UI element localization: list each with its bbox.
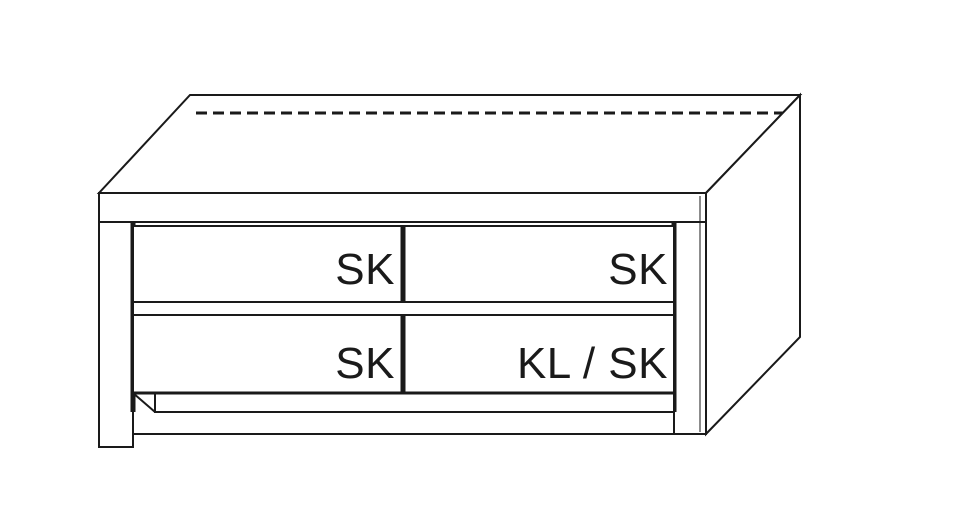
- bottom-right-depth-edge: [705, 336, 801, 435]
- left-side-panel: [98, 221, 134, 448]
- compartment-label-top-left: SK: [335, 245, 395, 294]
- left-side-panel-group: [98, 221, 136, 448]
- top-panel-surface: [96, 94, 803, 194]
- top-panel-group: [96, 94, 803, 194]
- base-plinth-band: [154, 392, 675, 413]
- opening-row-top: [132, 225, 675, 303]
- opening-row-bottom: [132, 314, 675, 394]
- compartment-label-bottom-left: SK: [335, 339, 395, 388]
- right-inner-panel-group: [671, 196, 707, 435]
- base-plinth-left-chamfer: [132, 392, 156, 413]
- middle-shelf-group: [132, 301, 675, 316]
- perspective-connectors: [705, 336, 801, 435]
- middle-shelf: [132, 301, 675, 316]
- base-plinth-group: [98, 391, 706, 448]
- compartment-label-bottom-right: KL / SK: [516, 339, 668, 388]
- compartment-label-top-right: SK: [608, 245, 668, 294]
- right-inner-panel: [673, 221, 707, 435]
